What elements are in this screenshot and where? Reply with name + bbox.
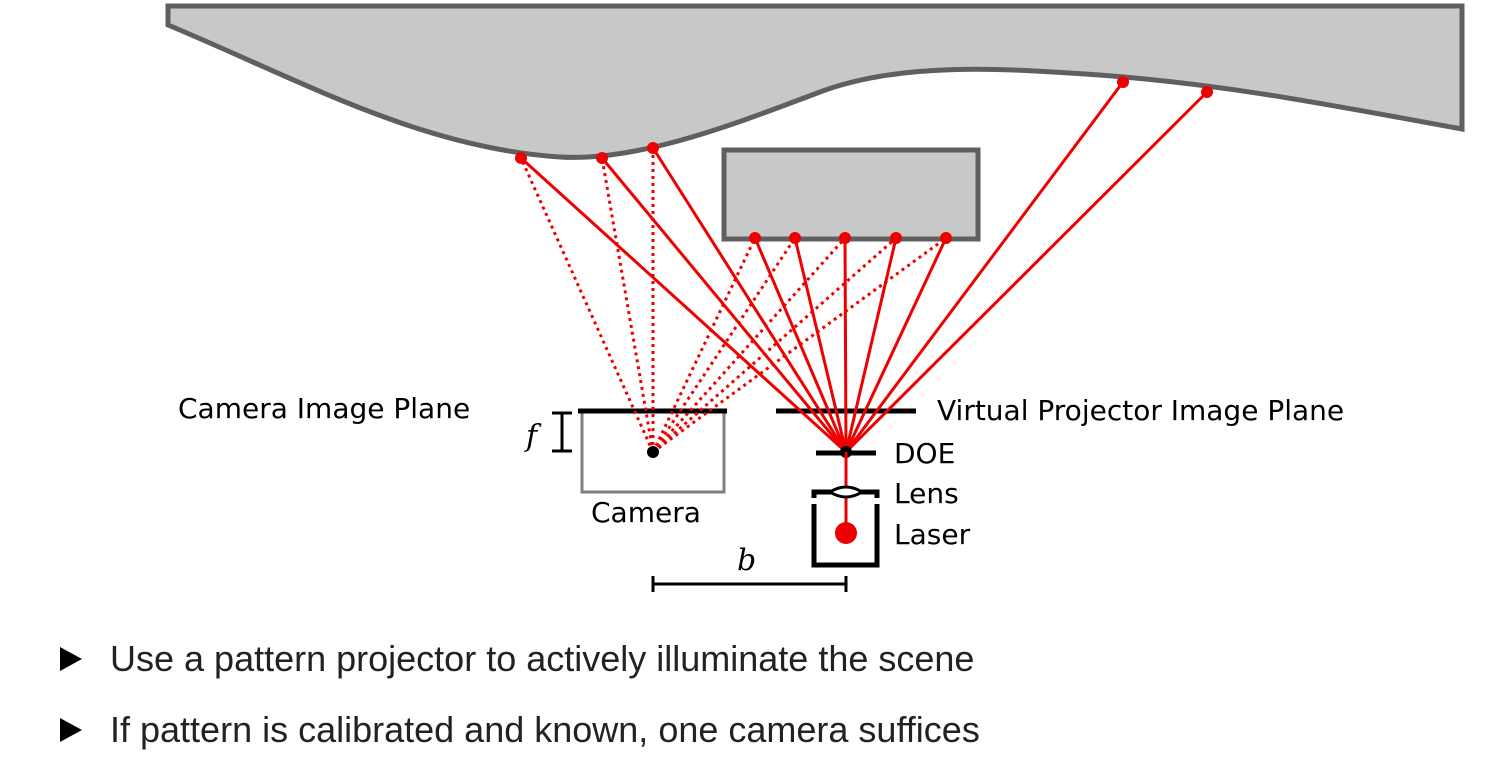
laser-label: Laser: [894, 518, 971, 551]
camera-ray: [519, 157, 655, 453]
surface-point: [515, 152, 527, 164]
camera-ray: [652, 236, 897, 454]
doe-label: DOE: [894, 437, 955, 470]
bullet-text: If pattern is calibrated and known, one …: [110, 709, 980, 750]
bullet-item: If pattern is calibrated and known, one …: [60, 709, 980, 750]
projector-ray: [519, 156, 848, 454]
surface-point: [596, 152, 608, 164]
triangle-bullet-icon: [60, 718, 82, 742]
projector-ray: [793, 237, 848, 453]
surface-point: [1201, 86, 1213, 98]
bullet-list: Use a pattern projector to actively illu…: [60, 638, 980, 782]
laser-source: [835, 522, 857, 544]
projector-rays: [519, 81, 1209, 454]
camera-ray: [651, 237, 797, 453]
camera-ray: [651, 237, 757, 453]
structured-light-diagram: Camera Image Plane Virtual Projector Ima…: [165, 3, 1465, 592]
projector-ray: [753, 237, 848, 453]
ray-points: [515, 76, 1213, 244]
projector-ray: [844, 90, 1209, 454]
foreground-box: [721, 147, 981, 242]
surface-point: [890, 232, 902, 244]
lens-icon: [827, 485, 865, 499]
projector-ray: [843, 237, 848, 453]
background-surface: [165, 3, 1465, 160]
camera-image-plane-label: Camera Image Plane: [178, 392, 470, 425]
surface-point: [940, 232, 952, 244]
surface-point: [789, 232, 801, 244]
virtual-projector-image-plane-label: Virtual Projector Image Plane: [937, 394, 1344, 427]
projector-ray: [844, 237, 898, 453]
camera-ray: [600, 157, 655, 453]
triangle-bullet-icon: [60, 647, 82, 671]
lens-label: Lens: [894, 477, 959, 510]
focal-length-marker: [552, 411, 572, 453]
surface-point: [839, 232, 851, 244]
bullet-item: Use a pattern projector to actively illu…: [60, 638, 980, 679]
surface-point: [749, 232, 761, 244]
projector-ray: [844, 81, 1125, 453]
camera-ray: [652, 236, 947, 454]
focal-length-label: f: [524, 419, 542, 454]
camera-center: [647, 446, 659, 458]
baseline-marker: [651, 576, 848, 592]
surface-point: [647, 142, 659, 154]
surface-point: [1117, 76, 1129, 88]
projector-ray: [600, 157, 848, 453]
camera-rays: [519, 148, 947, 454]
baseline-label: b: [737, 543, 756, 578]
camera-label: Camera: [591, 496, 701, 529]
bullet-text: Use a pattern projector to actively illu…: [110, 638, 975, 679]
projector-ray: [651, 147, 848, 453]
projector-ray: [844, 237, 948, 453]
camera-ray: [651, 236, 847, 454]
